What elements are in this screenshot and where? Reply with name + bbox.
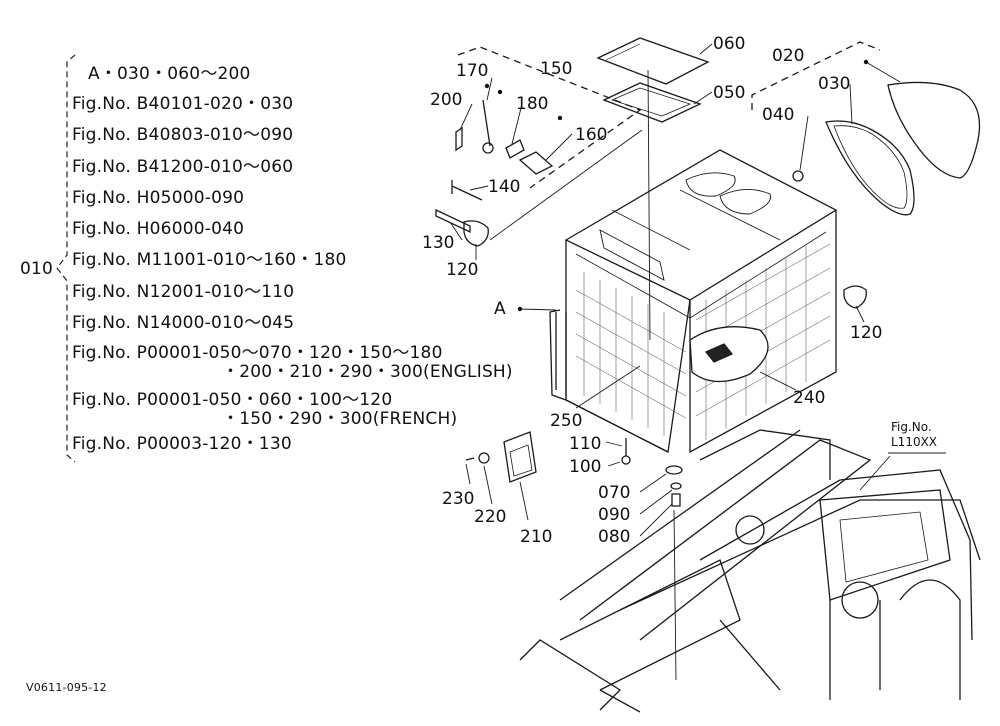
callout-110: 110 xyxy=(569,434,602,454)
callout-070: 070 xyxy=(598,483,631,503)
fig-ref-underline xyxy=(888,452,946,454)
callout-160: 160 xyxy=(575,125,608,145)
washer-100 xyxy=(621,455,631,465)
door-frame-030 xyxy=(825,120,915,216)
window-060 xyxy=(596,37,710,85)
callout-240: 240 xyxy=(793,388,826,408)
pin-170 xyxy=(482,99,491,147)
frame-050-inner xyxy=(610,87,692,117)
pin-140 xyxy=(451,185,483,201)
latch-180 xyxy=(505,139,525,159)
grommet-040 xyxy=(792,170,804,182)
list-line-6: Fig.No. M11001-010～160・180 xyxy=(72,250,347,270)
callout-050: 050 xyxy=(713,83,746,103)
callout-A: A xyxy=(494,299,506,319)
callout-020: 020 xyxy=(772,46,805,66)
washer-090 xyxy=(670,482,682,490)
callout-130: 130 xyxy=(422,233,455,253)
washer-070 xyxy=(665,465,683,475)
callout-250: 250 xyxy=(550,411,583,431)
callout-060: 060 xyxy=(713,34,746,54)
cab-frame xyxy=(549,149,838,454)
callout-030: 030 xyxy=(818,74,851,94)
callout-230: 230 xyxy=(442,489,475,509)
washer-170 xyxy=(482,142,494,154)
callout-120-left: 120 xyxy=(446,260,479,280)
list-line-13: Fig.No. P00003-120・130 xyxy=(72,434,292,454)
manual-holder-210 xyxy=(503,431,537,483)
list-line-5: Fig.No. H06000-040 xyxy=(72,219,245,239)
list-line-1: Fig.No. B40101-020・030 xyxy=(72,94,294,114)
list-line-0: A・030・060～200 xyxy=(88,64,251,84)
door-frame-030-inner xyxy=(833,125,908,209)
callout-040: 040 xyxy=(762,105,795,125)
rod-130 xyxy=(435,208,471,234)
callout-080: 080 xyxy=(598,527,631,547)
group-020-outline xyxy=(751,41,881,110)
root-part-number: 010 xyxy=(20,259,54,279)
door-glass-020 xyxy=(887,81,981,179)
group-150-outline xyxy=(457,46,642,189)
window-060-glass-line xyxy=(605,43,641,61)
list-line-7: Fig.No. N12001-010～110 xyxy=(72,282,295,302)
bushing-120-left xyxy=(463,220,489,247)
decal-240-mark xyxy=(704,343,734,363)
handle-A xyxy=(555,312,567,396)
list-line-12: ・150・290・300(FRENCH) xyxy=(222,409,458,429)
bushing-120-right xyxy=(843,285,867,309)
callout-140: 140 xyxy=(488,177,521,197)
list-line-3: Fig.No. B41200-010～060 xyxy=(72,157,294,177)
manual-holder-210-face xyxy=(509,444,533,477)
list-line-4: Fig.No. H05000-090 xyxy=(72,188,245,208)
list-line-11: Fig.No. P00001-050・060・100～120 xyxy=(72,390,393,410)
washer-220 xyxy=(478,452,490,464)
callout-090: 090 xyxy=(598,505,631,525)
main-frame-L110XX xyxy=(519,429,981,713)
leader-lines xyxy=(449,43,901,681)
list-bracket xyxy=(56,54,76,463)
callout-150: 150 xyxy=(540,59,573,79)
frame-fig-ref-line1: Fig.No. xyxy=(891,420,932,434)
list-line-8: Fig.No. N14000-010～045 xyxy=(72,313,295,333)
bolt-200 xyxy=(455,126,463,152)
frame-050 xyxy=(602,82,702,123)
callout-200: 200 xyxy=(430,90,463,110)
list-line-9: Fig.No. P00001-050～070・120・150～180 xyxy=(72,343,443,363)
callout-180: 180 xyxy=(516,94,549,114)
callout-120-right: 120 xyxy=(850,323,883,343)
list-line-10: ・200・210・290・300(ENGLISH) xyxy=(222,362,513,382)
frame-fig-ref-line2: L110XX xyxy=(891,435,938,449)
plate-160 xyxy=(518,151,554,175)
bolt-080 xyxy=(671,493,681,507)
callout-210: 210 xyxy=(520,527,553,547)
callout-220: 220 xyxy=(474,507,507,527)
callout-170: 170 xyxy=(456,61,489,81)
drawing-code: V0611-095-12 xyxy=(26,681,107,694)
screw-230 xyxy=(465,457,475,461)
callout-100: 100 xyxy=(569,457,602,477)
list-line-2: Fig.No. B40803-010～090 xyxy=(72,125,294,145)
